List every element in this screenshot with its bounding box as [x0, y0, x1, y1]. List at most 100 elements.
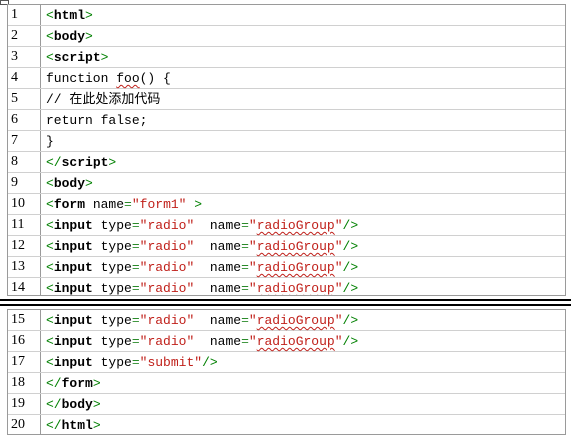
code-text: // 在此处添加代码	[46, 92, 160, 107]
code-token: body	[53, 29, 86, 44]
code-token: >	[92, 418, 101, 433]
line-number: 15	[11, 312, 25, 327]
splitter-line-upper	[0, 299, 571, 301]
code-token: "radio"	[139, 260, 195, 275]
code-token: />	[202, 355, 218, 370]
code-line[interactable]: 12<input type="radio" name="radioGroup"/…	[8, 236, 565, 257]
code-token: "	[248, 334, 257, 349]
line-number: 20	[11, 417, 25, 432]
code-token: type	[92, 239, 132, 254]
code-token: </	[46, 376, 62, 391]
code-token: =	[131, 218, 140, 233]
code-token: input	[53, 313, 93, 328]
code-line[interactable]: 8 </script>	[8, 152, 565, 173]
code-token: name	[194, 218, 242, 233]
line-number: 1	[11, 7, 18, 22]
code-line[interactable]: 17<input type="submit"/>	[8, 352, 565, 373]
line-number: 2	[11, 28, 18, 43]
code-token: <	[46, 29, 54, 44]
code-token: type	[92, 260, 132, 275]
line-number: 9	[11, 175, 18, 190]
code-token: <	[46, 355, 54, 370]
code-token: html	[61, 418, 93, 433]
code-line[interactable]: 13<input type="radio" name="radioGroup"/…	[8, 257, 565, 278]
code-line[interactable]: 18</form>	[8, 373, 565, 394]
code-line[interactable]: 5// 在此处添加代码	[8, 89, 565, 110]
code-token: <	[46, 176, 54, 191]
code-line[interactable]: 10<form name="form1" >	[8, 194, 565, 215]
code-token: radioGroup	[256, 313, 335, 328]
code-line[interactable]: 19</body>	[8, 394, 565, 415]
code-line[interactable]: 2 <body>	[8, 26, 565, 47]
code-token: // 在此处添加代码	[46, 92, 161, 107]
line-number: 13	[11, 259, 25, 274]
code-token: />	[342, 239, 359, 254]
code-token: "submit"	[139, 355, 203, 370]
code-token: "radio"	[139, 239, 195, 254]
code-text: <body>	[46, 29, 93, 44]
code-token: <	[46, 260, 54, 275]
corner-resize-handle[interactable]	[0, 0, 9, 5]
code-token: "	[334, 334, 343, 349]
code-pane-bottom[interactable]: 15 <input type="radio" name="radioGroup"/…	[7, 309, 566, 435]
line-number: 17	[11, 354, 25, 369]
code-token: script	[53, 50, 101, 65]
code-text: <input type="radio" name="radioGroup"/>	[46, 334, 358, 349]
line-number: 3	[11, 49, 18, 64]
code-token: input	[53, 334, 93, 349]
code-token: radioGroup	[256, 334, 335, 349]
code-token: <	[46, 313, 54, 328]
code-token: radioGroup	[256, 260, 335, 275]
code-token: =	[241, 239, 249, 254]
code-token: body	[61, 397, 93, 412]
code-token: <	[46, 281, 54, 296]
code-token: >	[108, 155, 117, 170]
code-token: "	[248, 218, 257, 233]
code-token: radioGroup	[256, 239, 335, 254]
code-token: form	[53, 197, 86, 212]
code-line[interactable]: 7}	[8, 131, 565, 152]
split-view-divider[interactable]	[0, 297, 571, 308]
code-line[interactable]: 20 </html>	[8, 415, 565, 434]
code-token: name	[194, 313, 242, 328]
line-number: 6	[11, 112, 18, 127]
code-text: </script>	[46, 155, 116, 170]
code-token: "radio"	[139, 218, 195, 233]
code-text: </form>	[46, 376, 101, 391]
code-text: </html>	[46, 418, 101, 433]
code-token: name	[85, 197, 125, 212]
code-token: "	[248, 260, 257, 275]
line-number-gutter-divider	[40, 5, 41, 295]
code-token: type	[92, 218, 132, 233]
code-line[interactable]: 9<body>	[8, 173, 565, 194]
code-token: }	[46, 134, 54, 149]
code-token: =	[241, 218, 249, 233]
code-token: "	[248, 281, 257, 296]
code-token: =	[131, 239, 140, 254]
code-line[interactable]: 16 <input type="radio" name="radioGroup"/…	[8, 331, 565, 352]
line-number: 11	[11, 217, 25, 232]
code-token: function	[46, 71, 117, 86]
code-token: radioGroup	[256, 281, 335, 296]
code-token: >	[100, 50, 109, 65]
code-text: function foo() {	[46, 71, 171, 86]
code-text: }	[46, 134, 54, 149]
code-line[interactable]: 15<input type="radio" name="radioGroup"/…	[8, 310, 565, 331]
line-number: 16	[11, 333, 25, 348]
code-token: "	[334, 260, 343, 275]
line-number: 8	[11, 154, 18, 169]
code-token: </	[46, 397, 62, 412]
code-line[interactable]: 11<input type="radio" name="radioGroup"/…	[8, 215, 565, 236]
code-line[interactable]: 3<script>	[8, 47, 565, 68]
code-token: =	[124, 197, 132, 212]
line-number: 19	[11, 396, 25, 411]
line-number: 7	[11, 133, 18, 148]
code-token: name	[194, 260, 242, 275]
code-line[interactable]: 1<html>	[8, 5, 565, 26]
code-line[interactable]: 14<input type="radio" name="radioGroup"/…	[8, 278, 565, 296]
code-token: type	[92, 281, 132, 296]
code-token: "	[334, 313, 343, 328]
